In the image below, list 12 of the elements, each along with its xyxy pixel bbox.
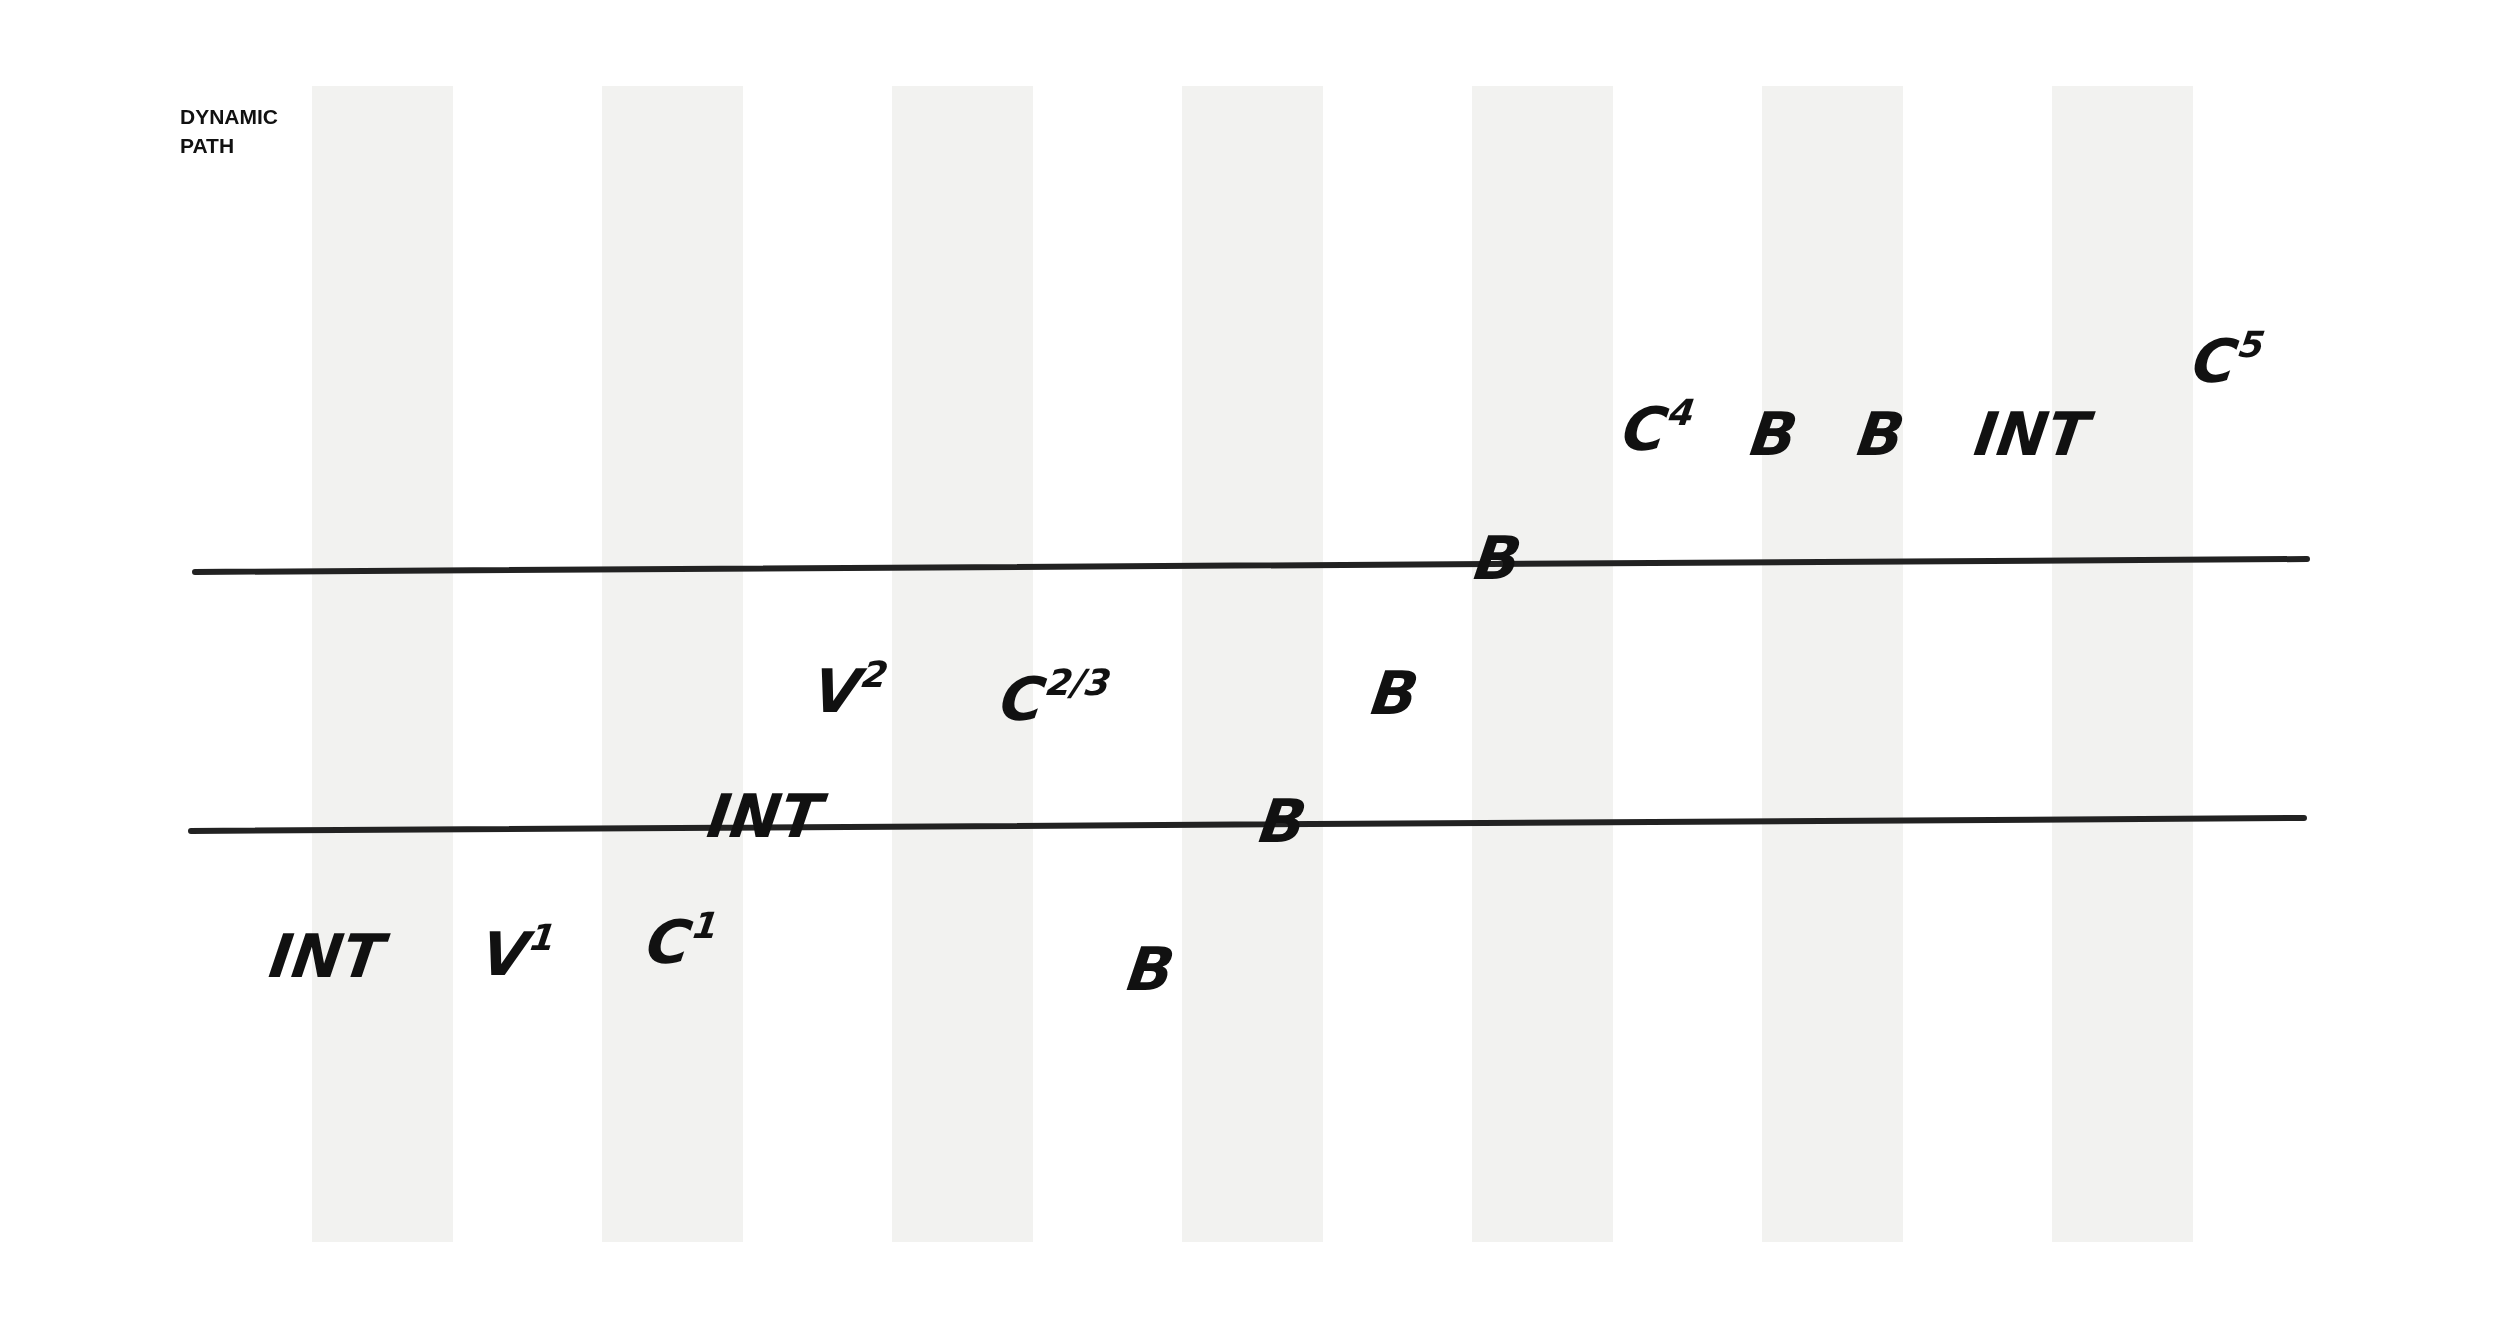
handwritten-label: B	[1853, 403, 1908, 464]
handwritten-label: C$^{5}$	[2189, 326, 2268, 391]
handwritten-label: B	[1367, 663, 1422, 724]
handwritten-label: V$^{2}$	[809, 656, 890, 721]
handwritten-label: B	[1747, 403, 1802, 464]
handwritten-label: C$^{1}$	[643, 908, 722, 973]
handwritten-label: C$^{2/3}$	[997, 664, 1114, 729]
title: DYNAMIC PATH	[180, 104, 279, 160]
handwritten-label: INT	[1971, 403, 2094, 464]
handwritten-label: V$^{1}$	[477, 919, 559, 984]
handwritten-label: C$^{4}$	[1618, 395, 1697, 460]
handwritten-label: B	[1123, 939, 1178, 1000]
